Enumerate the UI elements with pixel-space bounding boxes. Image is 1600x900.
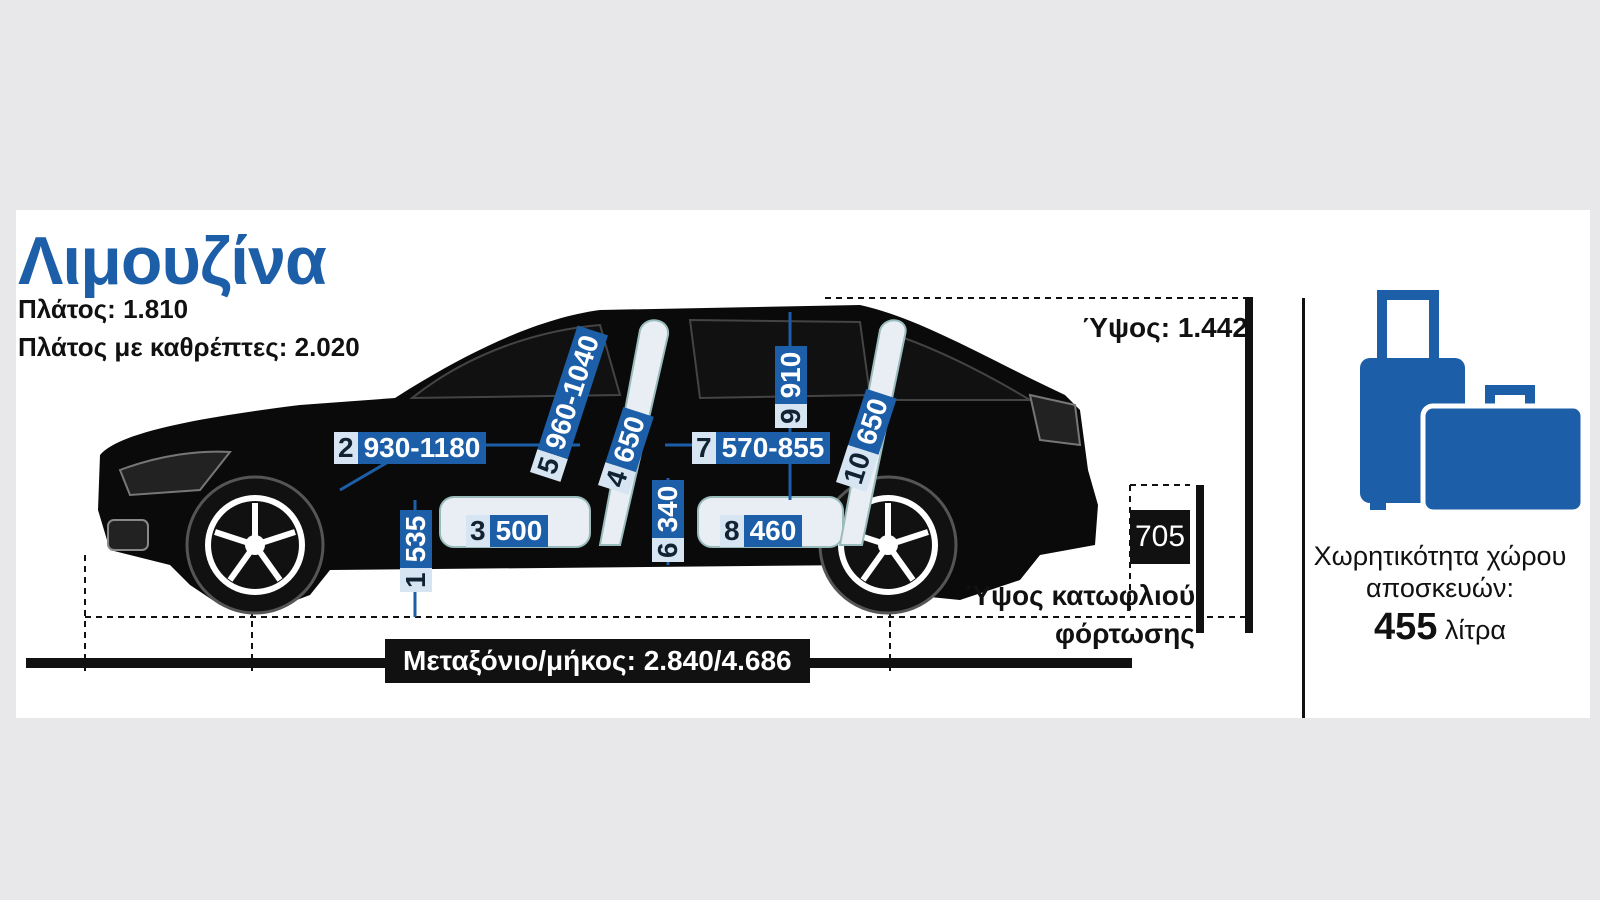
dim-8-num: 8 [720,515,744,547]
luggage-icon [1360,290,1585,515]
dim-9: 9 910 [775,345,807,428]
dim-2-num: 2 [334,432,358,464]
dim-7: 7 570-855 [692,432,831,464]
dim-3-value: 500 [489,515,549,547]
luggage-capacity: Χωρητικότητα χώρου αποσκευών: 455 λίτρα [1290,540,1590,650]
luggage-value: 455 [1373,605,1438,648]
dim-7-num: 7 [692,432,716,464]
dim-9-num: 9 [775,404,807,428]
luggage-line2: αποσκευών: [1366,573,1514,604]
front-wheel [185,475,325,615]
dim-6-num: 6 [652,538,684,562]
dim-8-value: 460 [743,515,803,547]
width-mirrors-spec: Πλάτος με καθρέπτες: 2.020 [18,332,360,362]
dim-1-value: 535 [400,509,432,569]
dim-6: 6 340 [652,479,684,562]
dim-1-num: 1 [400,568,432,592]
dim-3-num: 3 [466,515,490,547]
dim-7-value: 570-855 [715,432,831,464]
dim-6-value: 340 [652,479,684,539]
sill-height-value: 705 [1130,510,1190,564]
page-title: Λιμουζίνα [18,223,327,299]
dim-2-value: 930-1180 [357,432,487,464]
width-spec: Πλάτος: 1.810 [18,294,189,324]
dim-2: 2 930-1180 [334,432,487,464]
divider [1302,298,1305,718]
sill-height-label-2: φόρτωσης [1055,618,1195,649]
luggage-unit: λίτρα [1444,614,1507,645]
wheelbase-length: Μεταξόνιο/μήκος: 2.840/4.686 [385,639,810,683]
dim-9-value: 910 [775,345,807,405]
dim-3: 3 500 [466,515,549,547]
sill-height-label-1: Ύψος κατωφλιού [965,580,1196,611]
luggage-line1: Χωρητικότητα χώρου [1313,541,1567,571]
height-label: Ύψος: 1.442 [1082,312,1248,343]
dim-8: 8 460 [720,515,803,547]
dim-1: 1 535 [400,509,432,592]
